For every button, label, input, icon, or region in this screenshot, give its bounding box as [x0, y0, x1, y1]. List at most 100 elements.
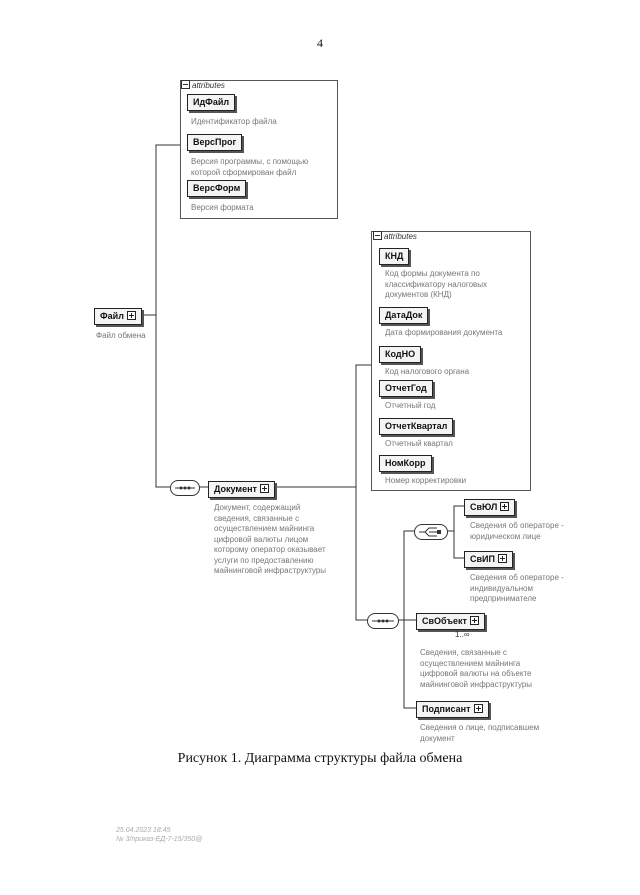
element-СвИП[interactable]: СвИП [464, 551, 513, 568]
element-desc: Сведения об операторе -юридическом лице [470, 521, 564, 542]
attribute-ИдФайл-label: ИдФайл [193, 97, 230, 107]
sequence-compositor[interactable] [170, 480, 200, 496]
attribute-ВерсПрог[interactable]: ВерсПрог [187, 134, 243, 151]
desc-line: сведения, связанные с [214, 513, 300, 523]
attribute-ДатаДок-label: ДатаДок [385, 310, 423, 320]
desc-line: Сведения об операторе - [470, 521, 564, 530]
desc-line: Сведения о лице, подписавшем [420, 723, 540, 732]
attribute-desc: Код налогового органа [385, 367, 469, 378]
page-number: 4 [317, 36, 323, 50]
element-СвОбъект-label: СвОбъект [422, 616, 467, 626]
attribute-desc: Дата формирования документа [385, 328, 502, 339]
file-attributes-title: attributes [181, 80, 225, 90]
element-СвЮЛ-label: СвЮЛ [470, 502, 498, 512]
attribute-ИдФайл[interactable]: ИдФайл [187, 94, 236, 111]
desc-line: Версия формата [191, 203, 254, 212]
desc-line: Сведения, связанные с [420, 648, 507, 657]
desc-line: майнинговой инфраструктуры [214, 566, 327, 575]
desc-line: осуществлением майнинга [420, 658, 521, 668]
desc-line: документов (КНД) [385, 290, 452, 299]
desc-line: майнинговой инфраструктуры [420, 679, 533, 689]
figure-caption: Рисунок 1. Диаграмма структуры файла обм… [177, 751, 463, 766]
choice-icon [419, 527, 441, 537]
root-element-desc: Файл обмена [96, 331, 146, 340]
stamp-line: 25.04.2023 18:45 [116, 827, 171, 834]
sequence-icon [372, 619, 394, 623]
desc-line: Версия программы, с помощью [191, 157, 309, 166]
attribute-ДатаДок[interactable]: ДатаДок [379, 307, 429, 324]
sequence-compositor-2[interactable] [367, 613, 399, 629]
desc-line: услуги по предоставлению [214, 555, 314, 565]
root-element-file[interactable]: Файл [94, 308, 142, 325]
attributes-label: attributes [192, 81, 225, 90]
desc-line: Дата формирования документа [385, 328, 503, 337]
element-СвОбъект[interactable]: СвОбъект [416, 613, 485, 630]
desc-line: документ [420, 733, 455, 743]
attribute-НомКорр-label: НомКорр [385, 458, 426, 468]
expand-icon[interactable] [500, 502, 510, 511]
desc-line: цифровой валюты на объекте [420, 669, 532, 678]
attribute-ВерсФорм[interactable]: ВерсФорм [187, 180, 247, 197]
document-attributes-title: attributes [373, 231, 417, 241]
attribute-desc: Отчетный квартал [385, 439, 453, 450]
attribute-КНД[interactable]: КНД [379, 248, 410, 265]
attribute-ОтчетКвартал-label: ОтчетКвартал [385, 421, 448, 431]
desc-line: предпринимателе [470, 594, 537, 603]
attribute-ОтчетГод[interactable]: ОтчетГод [379, 380, 433, 397]
expand-icon[interactable] [469, 616, 479, 625]
element-СвИП-label: СвИП [470, 554, 495, 564]
multiplicity-label: 1..∞ [455, 630, 470, 639]
attribute-desc: Версия формата [191, 203, 254, 214]
collapse-icon[interactable] [181, 80, 190, 89]
attribute-desc: Номер корректировки [385, 476, 466, 487]
desc-line: осуществлением майнинга [214, 524, 315, 533]
choice-compositor[interactable] [414, 524, 448, 540]
desc-line: цифровой валюты лицом [214, 534, 309, 544]
attribute-ВерсФорм-label: ВерсФорм [193, 183, 241, 193]
attribute-КодНО-label: КодНО [385, 349, 416, 359]
root-element-name: Файл [100, 311, 124, 321]
attribute-desc: Отчетный год [385, 401, 435, 412]
attribute-КНД-label: КНД [385, 251, 404, 261]
collapse-icon[interactable] [373, 231, 382, 240]
desc-line: Отчетный квартал [385, 439, 453, 448]
expand-icon[interactable] [473, 704, 483, 713]
document-element[interactable]: Документ [208, 481, 275, 498]
attribute-ВерсПрог-label: ВерсПрог [193, 137, 237, 147]
document-element-name: Документ [214, 484, 257, 494]
desc-line: Сведения об операторе - [470, 573, 564, 582]
expand-icon[interactable] [259, 484, 269, 493]
expand-icon[interactable] [497, 554, 507, 563]
desc-line: классификатору налоговых [385, 279, 488, 289]
desc-line: юридическом лице [470, 531, 541, 541]
attribute-НомКорр[interactable]: НомКорр [379, 455, 432, 472]
desc-line: которому оператор оказывает [214, 545, 326, 554]
desc-line: Номер корректировки [385, 476, 467, 485]
attributes-label: attributes [384, 232, 417, 241]
element-СвЮЛ[interactable]: СвЮЛ [464, 499, 516, 516]
attribute-desc: Идентификатор файла [191, 117, 277, 128]
expand-icon[interactable] [126, 311, 136, 320]
stamp-line: № 3/приказ-ЕД-7-15/350@ [116, 836, 203, 843]
attribute-ОтчетКвартал[interactable]: ОтчетКвартал [379, 418, 454, 435]
attribute-КодНО[interactable]: КодНО [379, 346, 422, 363]
desc-line: Код налогового органа [385, 367, 470, 376]
desc-line: Документ, содержащий [214, 503, 301, 512]
element-Подписант-label: Подписант [422, 704, 471, 714]
desc-line: Отчетный год [385, 401, 436, 410]
element-Подписант[interactable]: Подписант [416, 701, 489, 718]
attribute-ОтчетГод-label: ОтчетГод [385, 383, 427, 393]
sequence-icon [175, 486, 195, 490]
document-stamp: 25.04.2023 18:45 № 3/приказ-ЕД-7-15/350@ [116, 826, 202, 844]
desc-line: индивидуальном [470, 583, 533, 593]
desc-line: Идентификатор файла [191, 117, 277, 126]
desc-line: Код формы документа по [385, 269, 480, 278]
desc-line: которой сформирован файл [191, 167, 297, 177]
